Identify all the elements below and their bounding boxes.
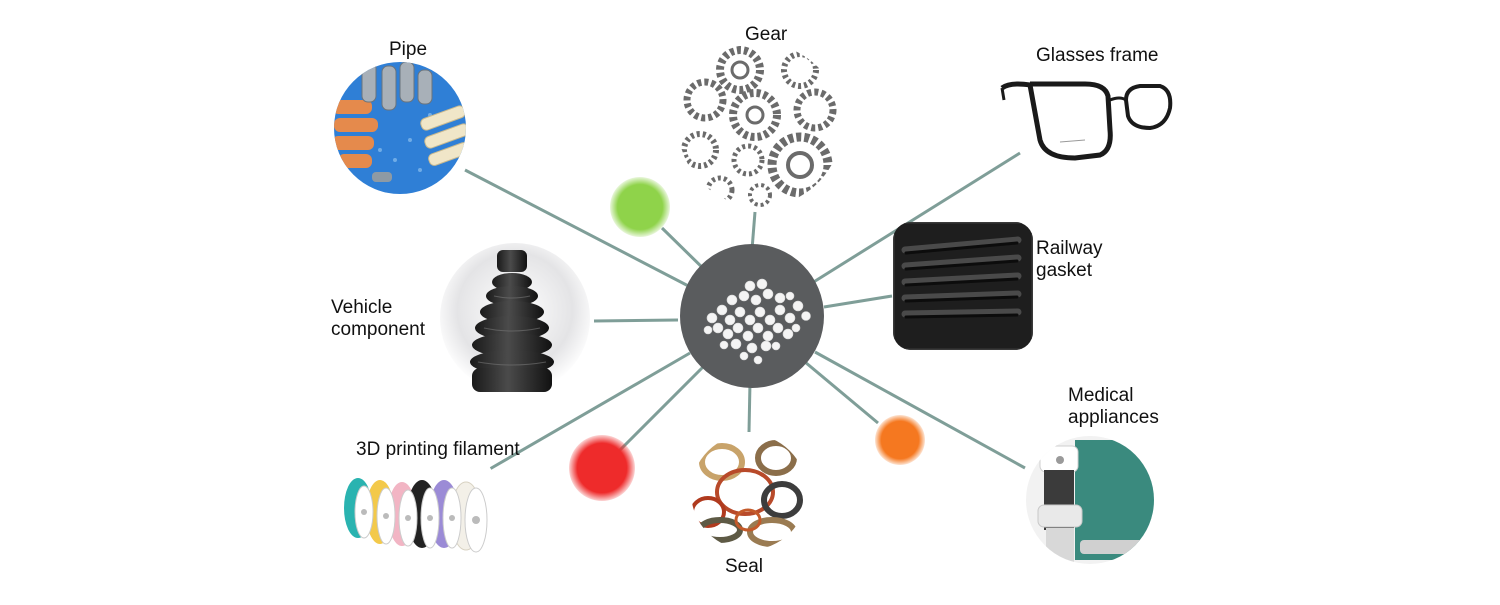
connector-filament — [487, 351, 691, 472]
medical-appliances-image — [1026, 436, 1154, 564]
label-seal: Seal — [725, 556, 764, 577]
orange-dot — [875, 415, 925, 465]
connector-orange-dot — [804, 360, 879, 425]
gear-image — [678, 43, 842, 207]
label-vehicle-line2: component — [331, 319, 426, 340]
connector-medical — [814, 350, 1026, 470]
label-3d-printing-filament: 3D printing filament — [356, 439, 520, 460]
center-hub — [680, 244, 824, 388]
connector-pipe — [464, 168, 701, 294]
label-medical-line2: appliances — [1068, 407, 1159, 428]
label-gear: Gear — [745, 24, 788, 45]
label-vehicle-line1: Vehicle — [331, 297, 393, 318]
connector-railway — [823, 294, 893, 309]
connector-lines — [464, 151, 1026, 472]
label-railway-line2: gasket — [1036, 260, 1092, 281]
label-pipe: Pipe — [389, 39, 428, 60]
label-vehicle-component: Vehicle component — [331, 297, 425, 341]
connector-vehicle — [593, 318, 679, 323]
pellets — [703, 278, 811, 365]
filament-image — [338, 428, 502, 592]
green-dot — [610, 177, 670, 237]
label-railway-line1: Railway — [1036, 238, 1103, 259]
label-medical-appliances: Medical appliances — [1068, 385, 1159, 429]
label-medical-line1: Medical — [1068, 385, 1134, 406]
red-dot — [569, 435, 635, 501]
pipe-image — [334, 62, 466, 194]
vehicle-component-image — [440, 243, 590, 393]
seal-image — [691, 434, 807, 550]
connector-glasses — [811, 151, 1021, 285]
label-railway-gasket: Railway gasket — [1036, 238, 1103, 282]
railway-gasket-image — [893, 222, 1033, 350]
label-glasses-frame: Glasses frame — [1036, 45, 1159, 66]
glasses-image — [1000, 81, 1173, 161]
connector-red-dot — [613, 363, 707, 457]
connector-seal — [747, 381, 752, 433]
